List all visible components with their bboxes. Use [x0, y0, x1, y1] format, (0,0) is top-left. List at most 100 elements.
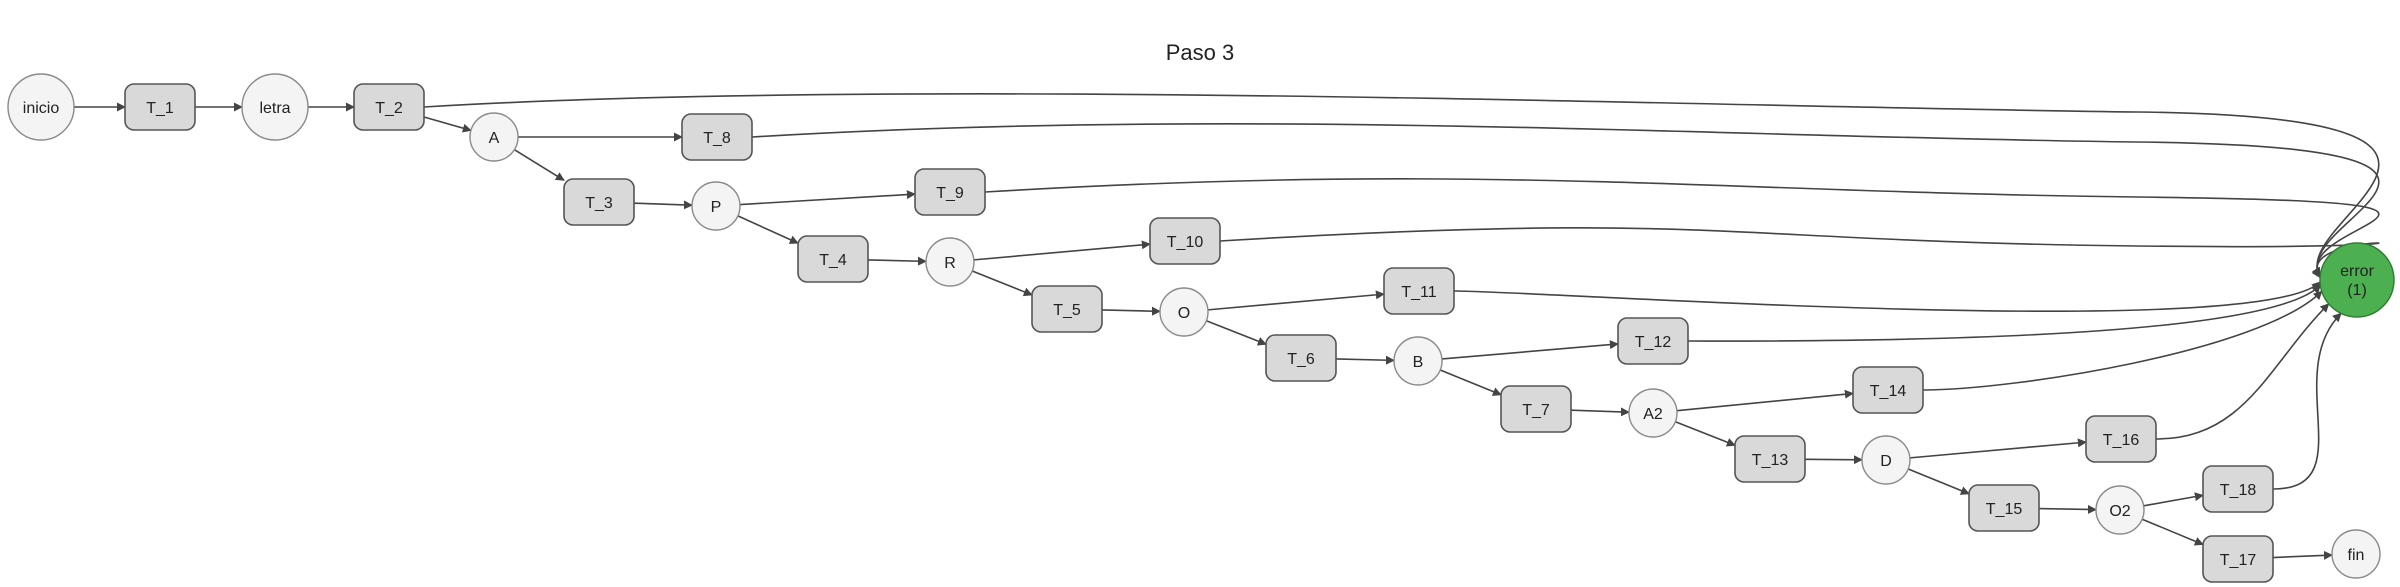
node-shape	[241, 73, 309, 141]
edge-T_15-to-O2	[2038, 504, 2097, 514]
edge-A-to-T_3	[513, 148, 565, 182]
node-label: D	[1880, 453, 1892, 470]
node-label: B	[1413, 354, 1424, 371]
transition-node-t-7: T_7	[1500, 385, 1572, 433]
edge-T_4-to-R	[867, 256, 927, 266]
node-shape	[1968, 484, 2040, 532]
node-label: T_18	[2220, 482, 2257, 499]
transition-node-t-13: T_13	[1734, 435, 1806, 483]
node-label: A	[489, 130, 500, 147]
node-shape	[1500, 385, 1572, 433]
state-node-o: O	[1159, 287, 1209, 337]
node-shape	[925, 237, 975, 287]
node-shape	[563, 178, 635, 226]
transition-node-t-17: T_17	[2202, 535, 2274, 583]
diagram-title: Paso 3	[1166, 40, 1235, 65]
edge-T_14-to-error	[1922, 290, 2323, 391]
edge-D-to-T_15	[1907, 468, 1970, 495]
node-shape	[1734, 435, 1806, 483]
transition-node-t-6: T_6	[1265, 334, 1337, 382]
node-label: T_14	[1870, 383, 1907, 400]
edge-O-to-T_6	[1206, 320, 1267, 346]
transition-node-t-12: T_12	[1617, 317, 1689, 365]
node-shape	[691, 181, 741, 231]
node-label: T_13	[1752, 452, 1789, 469]
state-node-a2: A2	[1628, 388, 1678, 438]
node-label: T_16	[2103, 432, 2140, 449]
node-shape	[124, 83, 196, 131]
node-shape	[797, 235, 869, 283]
edge-T_5-to-O	[1101, 306, 1161, 316]
node-shape	[1861, 435, 1911, 485]
transition-node-t-18: T_18	[2202, 465, 2274, 513]
edge-R-to-T_10	[973, 240, 1151, 261]
transition-node-t-3: T_3	[563, 178, 635, 226]
node-label: T_7	[1522, 402, 1550, 419]
transition-node-t-9: T_9	[914, 168, 986, 216]
node-label: T_5	[1053, 302, 1081, 319]
node-shape	[1159, 287, 1209, 337]
transition-node-t-11: T_11	[1383, 267, 1455, 315]
transition-node-t-14: T_14	[1852, 366, 1924, 414]
node-label: O2	[2109, 503, 2130, 520]
node-label: error	[2340, 263, 2374, 280]
edge-T_8-to-error	[751, 123, 2380, 277]
edge-A2-to-T_13	[1675, 421, 1736, 447]
state-node-letra: letra	[241, 73, 309, 141]
node-shape	[469, 112, 519, 162]
edge-B-to-T_12	[1441, 340, 1619, 360]
node-shape	[1149, 217, 1221, 265]
state-node-r: R	[925, 237, 975, 287]
edge-P-to-T_9	[739, 190, 916, 206]
transition-node-t-10: T_10	[1149, 217, 1221, 265]
state-node-d: D	[1861, 435, 1911, 485]
node-label: T_11	[1401, 284, 1436, 301]
node-label: T_17	[2220, 552, 2257, 569]
edge-T_18-to-error	[2272, 312, 2342, 490]
node-shape	[1628, 388, 1678, 438]
state-node-o2: O2	[2095, 485, 2145, 535]
node-label: T_6	[1287, 351, 1315, 368]
edge-R-to-T_5	[971, 270, 1033, 297]
edge-T_3-to-P	[633, 200, 693, 210]
node-shape	[914, 168, 986, 216]
node-label: T_12	[1635, 334, 1672, 351]
node-label: T_2	[375, 100, 403, 117]
node-shape	[1383, 267, 1455, 315]
edge-T_6-to-B	[1335, 355, 1395, 365]
node-shape	[2085, 415, 2157, 463]
node-shape	[1031, 285, 1103, 333]
edge-T_17-to-fin	[2272, 550, 2333, 560]
transition-node-t-4: T_4	[797, 235, 869, 283]
state-node-inicio: inicio	[7, 73, 75, 141]
state-node-fin: fin	[2331, 529, 2381, 579]
edge-O2-to-T_18	[2143, 492, 2204, 507]
node-shape	[1265, 334, 1337, 382]
transition-node-t-5: T_5	[1031, 285, 1103, 333]
edge-T_7-to-A2	[1570, 407, 1630, 417]
transition-node-t-16: T_16	[2085, 415, 2157, 463]
error-state-node-error: error (1)	[2319, 242, 2395, 318]
node-shape	[1617, 317, 1689, 365]
node-shape	[2319, 242, 2395, 318]
edge-T_9-to-error	[984, 178, 2380, 278]
transition-node-t-8: T_8	[681, 113, 753, 161]
node-label: O	[1178, 305, 1190, 322]
node-label: letra	[259, 100, 290, 117]
edge-O-to-T_11	[1207, 290, 1385, 311]
edge-T_12-to-error	[1687, 284, 2322, 342]
edge-B-to-T_7	[1439, 369, 1502, 396]
edge-T_2-to-A	[423, 116, 472, 133]
node-label: T_10	[1167, 234, 1204, 251]
node-sublabel: (1)	[2347, 282, 2367, 299]
edge-T_2-to-error	[423, 93, 2380, 277]
transition-node-t-1: T_1	[124, 83, 196, 131]
edge-T_16-to-error	[2155, 303, 2330, 440]
node-shape	[2095, 485, 2145, 535]
edges-layer	[74, 93, 2380, 560]
edge-D-to-T_16	[1909, 438, 2087, 459]
node-shape	[681, 113, 753, 161]
node-label: T_15	[1986, 501, 2023, 518]
